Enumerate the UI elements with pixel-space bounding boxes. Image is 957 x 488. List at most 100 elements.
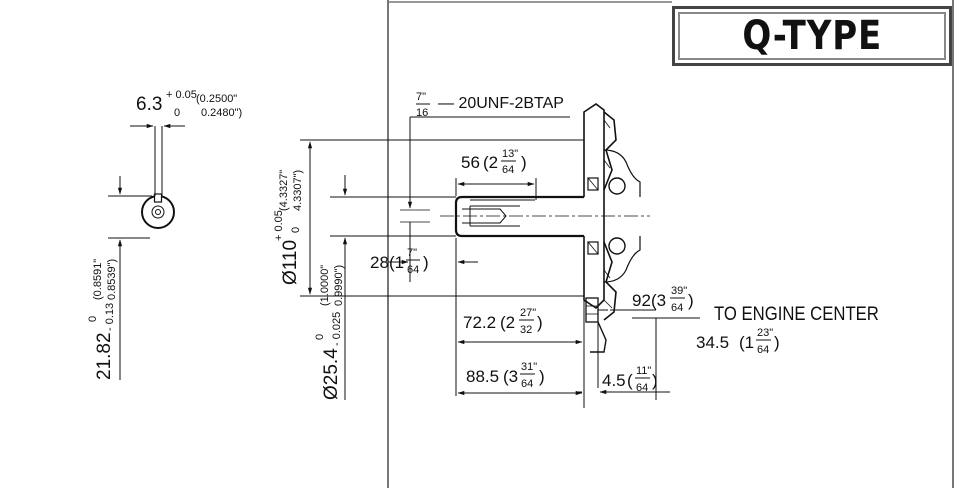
dim-92-num: 39" [671, 285, 687, 297]
output-shaft [400, 116, 650, 238]
badge-inner-border [678, 12, 946, 60]
keyway-notch [153, 193, 163, 203]
dim-4-close: ) [652, 371, 658, 390]
shaft-end-view [108, 123, 185, 380]
dim-56-close: ) [521, 153, 527, 172]
shaft-dia-value: Ø25.4 [321, 348, 342, 400]
dim-34-den: 64 [757, 344, 769, 356]
shaft-dia-inch-lower: 0.9990") [333, 265, 345, 306]
oil-seal-top-hatch [587, 177, 599, 191]
shaft-dia-inch-upper: (1.0000" [319, 265, 331, 306]
flange-dia-dimension [300, 139, 584, 297]
tap-label: 7" 16 — 20UNF-2BTAP [416, 91, 564, 119]
dim-88-label: 88.5 (3 31" 64 ) [466, 361, 545, 390]
dim-72-num: 27" [520, 307, 536, 319]
dim-88-close: ) [539, 367, 545, 386]
dim-56-den: 64 [502, 164, 514, 176]
shaft-end-tap-circle [151, 205, 165, 219]
oil-seal-top [587, 177, 599, 191]
type-badge: Q-TYPE [672, 6, 952, 66]
dim-28-close: ) [423, 253, 429, 272]
dim-72-label: 72.2 (2 27" 32 ) [463, 307, 543, 336]
dim-28-value: 28 [370, 253, 389, 272]
frame-border-right [952, 0, 954, 488]
dim-88-num: 31" [521, 361, 537, 373]
dim-56 [455, 178, 537, 200]
dim-28-den: 64 [407, 264, 419, 276]
bearing-ball-top [608, 177, 626, 195]
flange-dia-tol-upper: + 0.05 [273, 210, 285, 241]
dim-92-whole: (3 [651, 291, 666, 310]
dim-34-num: 23" [757, 327, 773, 339]
dim-88-value: 88.5 [466, 367, 499, 386]
keyway-width-value: 6.3 [136, 94, 162, 115]
keyway-width-tol-lower: 0 [174, 107, 180, 119]
shaft-dia-label: Ø25.4 0 - 0.025 (1.0000" 0.9990") [314, 265, 345, 400]
dim-28 [388, 222, 478, 396]
dim-4-value: 4.5 [602, 371, 626, 390]
dim-34-whole: (1 [739, 333, 754, 352]
shaft-dia-tol-lower: - 0.025 [331, 312, 343, 346]
bearing-ball-bottom [608, 237, 626, 255]
dim-92-value: 92 [632, 291, 651, 310]
dim-4-whole: ( [627, 371, 633, 390]
dim-4-den: 64 [636, 382, 648, 394]
section-hatching [603, 119, 613, 309]
keyway-width-inch-lower: 0.2480") [201, 107, 242, 119]
dim-28-whole: (1 [389, 253, 404, 272]
dim-92-label: 92 (3 39" 64 ) [632, 285, 694, 314]
key-depth-inch-lower: 0.8539") [106, 259, 118, 300]
dim-4-label: 4.5 ( 11" 64 ) [602, 365, 658, 394]
dim-34-close: ) [774, 333, 780, 352]
dim-28-label: 28 (1 7" 64 ) [370, 247, 429, 276]
key-depth-inch-upper: (0.8591" [92, 259, 104, 300]
engine-flange-section [583, 103, 641, 353]
dim-72-close: ) [537, 313, 543, 332]
shaft-outline [454, 195, 584, 238]
crankcase-lower-contour [603, 241, 617, 321]
dim-72-value: 72.2 [463, 313, 496, 332]
flange-outline [583, 103, 605, 310]
key-depth-tol-upper: 0 [87, 316, 99, 322]
flange-dia-value: Ø110 [280, 240, 301, 285]
oil-seal-bottom [587, 241, 599, 255]
keyway-width-tol-upper: + 0.05 [166, 89, 197, 101]
engine-center-label: TO ENGINE CENTER [714, 303, 879, 324]
tap-fraction-num: 7" [416, 91, 426, 103]
dim-56-label: 56 (2 13" 64 ) [461, 148, 527, 176]
dim-34-value: 34.5 [696, 333, 729, 352]
shaft-dia-dimension [330, 175, 456, 400]
dim-92-close: ) [688, 291, 694, 310]
dim-34-label: 34.5 (1 23" 64 ) [696, 327, 780, 356]
type-title: Q-TYPE [742, 13, 882, 59]
flange-dia-inch-upper: (4.3327" [278, 170, 290, 211]
key-depth-tol-lower: - 0.13 [104, 303, 116, 331]
flange-dia-label: Ø110 + 0.05 0 (4.3327" 4.3307") [273, 170, 304, 285]
dim-56-num: 13" [502, 148, 518, 160]
dim-28-num: 7" [407, 247, 417, 259]
tap-fraction-den: 16 [416, 107, 428, 119]
flange-dia-tol-lower: 0 [290, 227, 302, 233]
dim-92-den: 64 [671, 302, 683, 314]
bearing-housing-top [603, 149, 641, 197]
keyway-width-inch-upper: (0.2500" [196, 93, 237, 105]
dim-72-den: 32 [520, 324, 532, 336]
dim-92 [598, 309, 700, 400]
oil-seal-bottom-hatch [587, 241, 599, 255]
dim-88-whole: (3 [503, 367, 518, 386]
dim-88-den: 64 [521, 378, 533, 390]
dim-56-whole: (2 [483, 153, 498, 172]
shaft-dia-tol-upper: 0 [314, 334, 326, 340]
flange-lower-contour [590, 321, 607, 353]
key-depth-value: 21.82 [94, 332, 115, 380]
shaft-end-inner-circle [155, 209, 161, 215]
dim-4-num: 11" [636, 365, 651, 377]
bearing-housing-bottom [603, 236, 641, 283]
key-depth-label: 21.82 0 - 0.13 (0.8591" 0.8539") [87, 259, 118, 380]
keyway-width-label: 6.3 + 0.05 0 (0.2500" 0.2480") [136, 89, 242, 119]
dim-72-whole: (2 [500, 313, 515, 332]
flange-dia-inch-lower: 4.3307") [292, 170, 304, 211]
tap-spec: — 20UNF-2BTAP [438, 95, 564, 112]
dim-56-value: 56 [461, 153, 480, 172]
